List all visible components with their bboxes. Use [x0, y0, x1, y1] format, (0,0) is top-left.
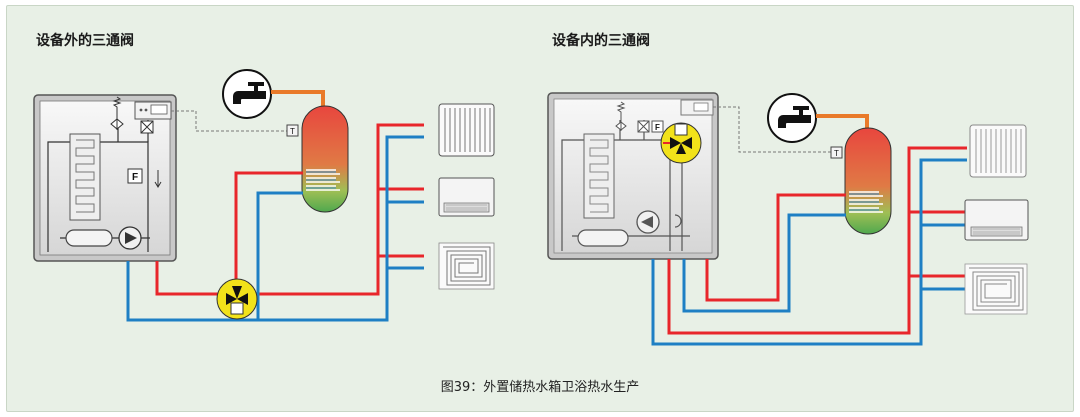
supply-pipes	[155, 123, 424, 296]
radiator-icon	[969, 124, 1027, 178]
floor-heating-coil-icon	[964, 263, 1028, 315]
floor-heating-coil-icon	[438, 242, 495, 290]
radiator-icon	[438, 103, 495, 157]
pump-icon	[636, 210, 660, 234]
temperature-sensor: T	[286, 124, 299, 137]
fan-coil-icon	[964, 199, 1029, 241]
hot-water-tank	[844, 127, 892, 235]
pump-icon	[118, 226, 142, 250]
controller-icon	[134, 101, 172, 120]
sensor-label: T	[834, 149, 839, 158]
fan-coil-icon	[438, 177, 495, 217]
sensor-label: T	[290, 127, 295, 136]
heat-pump-unit: F	[33, 94, 177, 262]
heat-pump-unit-internal-valve: F	[547, 92, 719, 260]
safety-valve-icon	[615, 101, 627, 132]
valve-box-icon	[637, 120, 650, 133]
flow-switch-label: F	[655, 123, 660, 132]
controller-icon	[680, 99, 714, 116]
water-tap-icon	[767, 93, 817, 143]
return-pipes	[651, 158, 967, 346]
valve-box-icon	[140, 120, 154, 134]
left-scheme-title: 设备外的三通阀	[36, 32, 134, 48]
return-pipes	[126, 135, 424, 322]
supply-pipes	[667, 146, 967, 335]
three-way-valve-icon	[216, 278, 258, 320]
three-way-valve-icon	[660, 122, 702, 164]
flow-switch-label: F	[132, 172, 138, 183]
right-scheme: F T	[547, 92, 1029, 346]
hot-water-tank	[301, 105, 349, 213]
flow-switch-icon: F	[127, 168, 162, 188]
water-tap-icon	[222, 69, 272, 119]
safety-valve-icon	[110, 96, 124, 131]
figure-caption: 图39：外置储热水箱卫浴热水生产	[440, 380, 640, 395]
right-scheme-title: 设备内的三通阀	[552, 32, 650, 48]
flow-switch-icon: F	[651, 120, 664, 133]
temperature-sensor: T	[830, 146, 843, 159]
left-scheme: F T	[33, 69, 495, 322]
